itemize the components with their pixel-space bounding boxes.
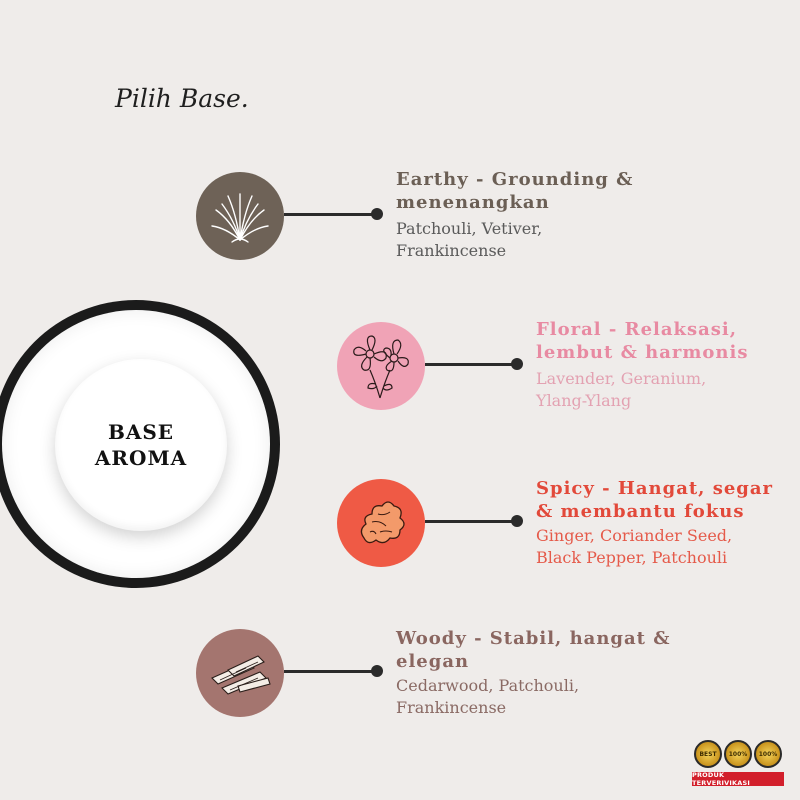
original-badge-icon: 100%: [754, 740, 782, 768]
spicy-connector: [425, 520, 517, 523]
woody-desc-2: Frankincense: [396, 698, 507, 717]
spicy-desc-2: Black Pepper, Patchouli: [536, 548, 728, 567]
spicy-heading-1: Spicy - Hangat, segar: [536, 478, 774, 499]
flower-icon: [353, 335, 409, 399]
best-seller-badge-icon: BEST: [694, 740, 722, 768]
earthy-dot: [371, 208, 383, 220]
earthy-desc-2: Frankincense: [396, 241, 507, 260]
center-label-line2: AROMA: [94, 446, 188, 470]
earthy-connector: [284, 213, 374, 216]
guarantee-badge-icon: 100%: [724, 740, 752, 768]
spicy-circle: [337, 479, 425, 567]
plate-center: BASE AROMA: [55, 359, 227, 531]
center-label-line1: BASE: [107, 420, 175, 444]
woody-heading-1: Woody - Stabil, hangat &: [396, 628, 671, 649]
grass-icon: [211, 193, 269, 243]
earthy-heading-1: Earthy - Grounding &: [396, 169, 634, 190]
floral-heading-1: Floral - Relaksasi,: [536, 319, 738, 340]
floral-desc-1: Lavender, Geranium,: [536, 369, 707, 388]
floral-dot: [511, 358, 523, 370]
woody-heading-2: elegan: [396, 651, 470, 672]
floral-circle: [337, 322, 425, 410]
floral-heading-2: lembut & harmonis: [536, 342, 749, 363]
ginger-icon: [360, 501, 405, 544]
verified-ribbon: PRODUK TERVERIVIKASI: [692, 771, 784, 787]
woody-dot: [371, 665, 383, 677]
verified-badges: BEST 100% 100% PRODUK TERVERIVIKASI: [692, 740, 784, 790]
spicy-desc-1: Ginger, Coriander Seed,: [536, 526, 733, 545]
page-title: Pilih Base.: [115, 84, 249, 113]
earthy-desc-1: Patchouli, Vetiver,: [396, 219, 543, 238]
spicy-heading-2: & membantu fokus: [536, 501, 745, 522]
wood-logs-icon: [211, 655, 271, 695]
spicy-dot: [511, 515, 523, 527]
earthy-circle: [196, 172, 284, 260]
woody-connector: [284, 670, 374, 673]
earthy-heading-2: menenangkan: [396, 192, 550, 213]
floral-connector: [425, 363, 517, 366]
woody-desc-1: Cedarwood, Patchouli,: [396, 676, 580, 695]
woody-circle: [196, 629, 284, 717]
floral-desc-2: Ylang-Ylang: [536, 391, 632, 410]
